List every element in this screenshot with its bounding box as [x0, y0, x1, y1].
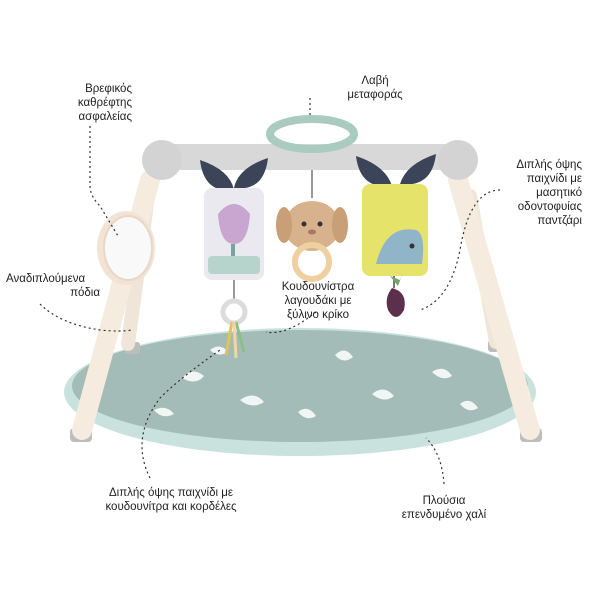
label-line: παντζάρι [537, 215, 582, 227]
mirror [97, 211, 155, 285]
label-line: οδοντοφυίας [517, 201, 582, 213]
hedgehog-card [356, 154, 436, 317]
top-bar [142, 140, 478, 180]
label-line: ασφαλείας [78, 111, 132, 123]
label-line: λαγουδάκι με [284, 295, 352, 307]
label-line: Πλούσια [422, 495, 466, 507]
label-line: ξύλινο κρίκο [287, 309, 349, 321]
tulip-card [200, 158, 268, 359]
mat [64, 328, 536, 456]
label-line: μεταφοράς [347, 89, 403, 101]
bunny-rattle [276, 170, 348, 282]
leader-lines [39, 98, 501, 485]
carry-handle [266, 115, 358, 153]
label-line: κουδουνίτρα και κορδέλες [105, 501, 237, 513]
label-line: Κουδουνίστρα [281, 281, 355, 293]
label-bunny-rattle: Κουδουνίστρα λαγουδάκι με ξύλινο κρίκο [270, 280, 366, 322]
label-line: Διπλής όψης παιχνίδι με [108, 487, 233, 499]
label-line: Διπλής όψης [516, 159, 582, 171]
label-line: Βρεφικός [85, 83, 132, 95]
label-teether-toy: Διπλής όψης παιχνίδι με μασητικό οδοντοφ… [470, 158, 582, 228]
label-line: Λαβή [361, 75, 389, 87]
label-line: πόδια [70, 287, 100, 299]
label-mat: Πλούσια επενδυμένο χαλί [384, 494, 504, 522]
label-line: επενδυμένο χαλί [401, 509, 487, 521]
label-folding-legs: Αναδιπλούμενα πόδια [6, 272, 110, 300]
label-ribbon-toy: Διπλής όψης παιχνίδι με κουδουνίτρα και … [86, 486, 256, 514]
label-mirror: Βρεφικός καθρέφτης ασφαλείας [36, 82, 132, 124]
label-line: μασητικό [536, 187, 582, 199]
label-line: Αναδιπλούμενα [6, 273, 86, 285]
label-line: καθρέφτης [77, 97, 132, 109]
label-line: παιχνίδι με [526, 173, 582, 185]
label-handle: Λαβή μεταφοράς [330, 74, 420, 102]
